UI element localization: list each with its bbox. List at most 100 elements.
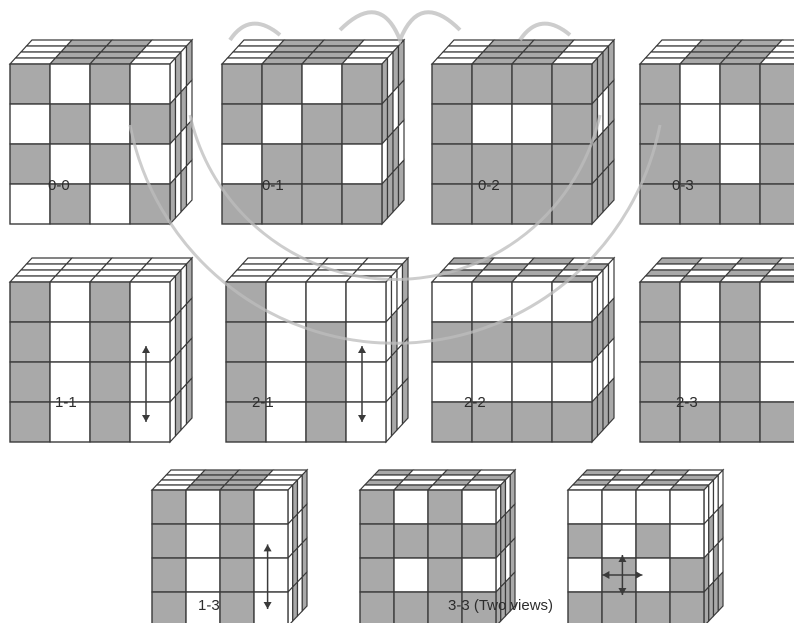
top-cell (720, 58, 766, 64)
front-cell (394, 592, 428, 623)
front-cell (394, 524, 428, 558)
front-cell (222, 104, 262, 144)
top-cell (61, 46, 107, 52)
front-cell (760, 322, 794, 362)
side-cell (187, 80, 193, 126)
side-cell (288, 553, 293, 592)
side-cell (609, 378, 615, 424)
side-cell (403, 338, 409, 384)
front-cell (360, 558, 394, 592)
cube-c21 (226, 258, 408, 442)
side-cell (714, 543, 719, 582)
front-cell (130, 184, 170, 224)
top-cell (489, 258, 535, 264)
top-cell (680, 58, 726, 64)
front-cell (346, 402, 386, 442)
side-cell (392, 350, 398, 396)
front-cell (226, 322, 266, 362)
top-cell (675, 480, 714, 485)
side-cell (293, 480, 298, 519)
side-cell (382, 178, 388, 224)
top-cell (573, 480, 612, 485)
side-cell (501, 480, 506, 519)
front-cell (306, 362, 346, 402)
front-cell (720, 64, 760, 104)
front-cell (670, 524, 704, 558)
side-cell (181, 86, 187, 132)
side-cell (603, 86, 609, 132)
top-cell (760, 276, 794, 282)
top-cell (697, 258, 743, 264)
front-cell (760, 144, 794, 184)
top-cell (602, 485, 641, 490)
front-cell (512, 362, 552, 402)
top-cell (563, 46, 609, 52)
front-cell (90, 402, 130, 442)
top-cell (433, 480, 472, 485)
top-cell (760, 58, 794, 64)
side-cell (176, 52, 182, 98)
top-cell (10, 58, 56, 64)
front-cell (462, 558, 496, 592)
front-cell (10, 322, 50, 362)
side-cell (187, 40, 193, 86)
label-1-3: 1-3 (198, 598, 220, 614)
side-cell (181, 264, 187, 310)
front-cell (568, 524, 602, 558)
front-cell (10, 362, 50, 402)
side-cell (176, 270, 182, 316)
top-cell (96, 52, 142, 58)
side-cell (293, 548, 298, 587)
top-cell (237, 264, 283, 270)
top-cell (651, 264, 697, 270)
front-cell (346, 362, 386, 402)
top-cell (472, 276, 518, 282)
side-cell (302, 538, 307, 577)
top-cell (259, 480, 298, 485)
front-cell (670, 490, 704, 524)
side-cell (592, 98, 598, 144)
top-cell (478, 270, 524, 276)
side-cell (592, 316, 598, 362)
label-2-1: 2-1 (252, 395, 274, 411)
front-cell (306, 322, 346, 362)
front-cell (220, 490, 254, 524)
top-cell (264, 475, 303, 480)
top-cell (472, 58, 518, 64)
top-cell (646, 475, 685, 480)
top-cell (737, 258, 783, 264)
side-cell (170, 58, 176, 104)
front-cell (636, 592, 670, 623)
side-cell (288, 485, 293, 524)
top-cell (141, 46, 187, 52)
front-cell (152, 558, 186, 592)
top-cell (273, 46, 319, 52)
side-cell (170, 316, 176, 362)
top-cell (607, 480, 646, 485)
front-cell (512, 64, 552, 104)
top-cell (141, 264, 187, 270)
front-cell (220, 524, 254, 558)
top-cell (67, 40, 113, 46)
top-cell (462, 485, 501, 490)
front-cell (152, 592, 186, 623)
top-cell (222, 58, 268, 64)
label-0-1: 0-1 (262, 178, 284, 194)
top-cell (90, 58, 136, 64)
top-cell (737, 40, 783, 46)
front-cell (512, 282, 552, 322)
top-cell (228, 52, 274, 58)
top-cell (563, 264, 609, 270)
front-cell (462, 524, 496, 558)
top-cell (352, 270, 398, 276)
side-cell (592, 356, 598, 402)
top-cell (731, 46, 777, 52)
side-cell (718, 470, 723, 509)
front-cell (10, 402, 50, 442)
front-cell (760, 104, 794, 144)
side-cell (603, 126, 609, 172)
top-cell (478, 52, 524, 58)
side-cell (392, 270, 398, 316)
label-2-3: 2-3 (676, 395, 698, 411)
top-cell (529, 258, 575, 264)
